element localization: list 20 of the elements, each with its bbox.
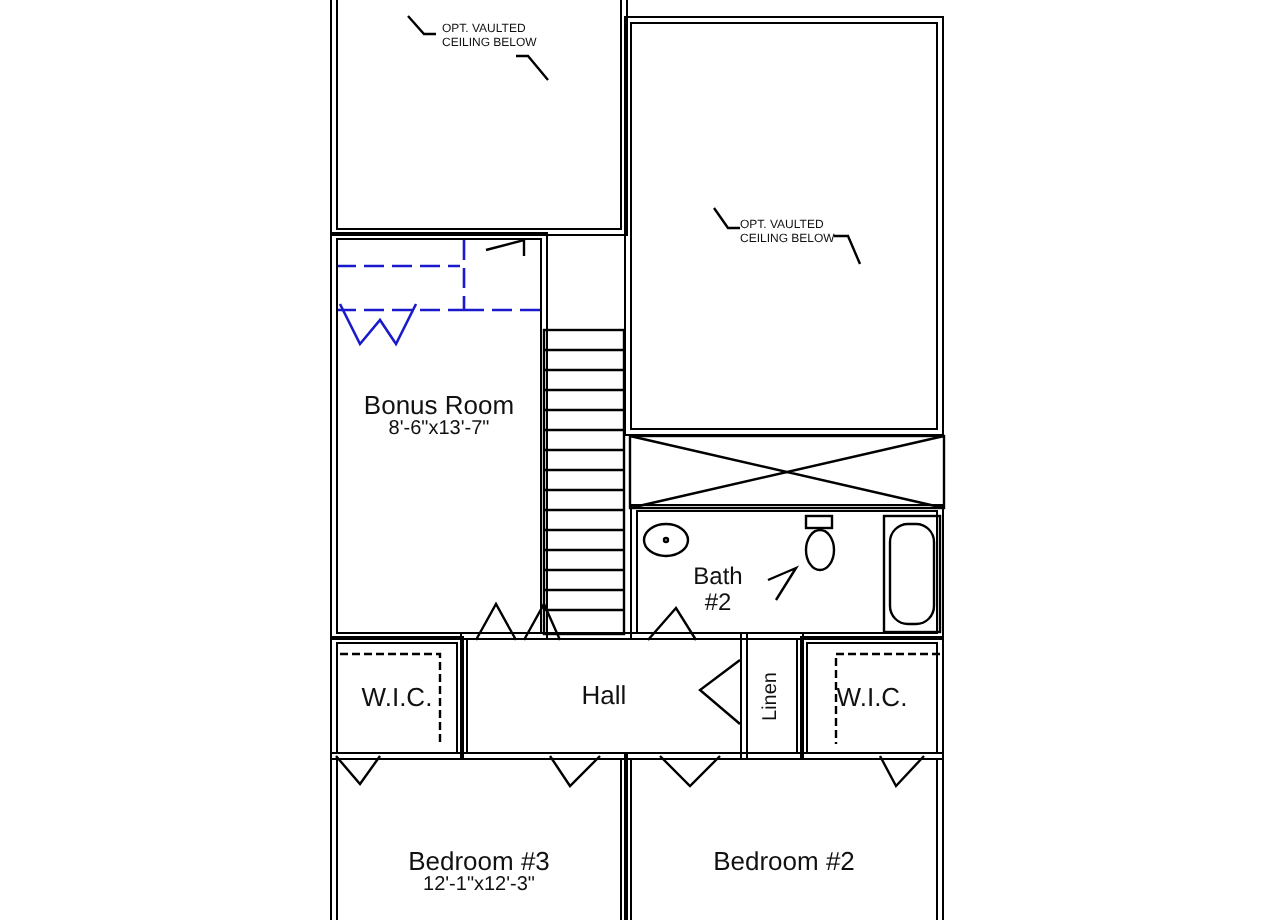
room-outline: [800, 636, 944, 760]
room-label: W.I.C.: [836, 684, 908, 712]
room-outline: [624, 752, 944, 920]
room-label: Bedroom #2: [713, 848, 855, 876]
room-dimension: 12'-1"x12'-3": [423, 875, 535, 896]
room-outline: [624, 16, 944, 436]
room-label: Hall: [581, 682, 627, 710]
room-outline: [630, 504, 944, 640]
room-label: Bath #2: [691, 564, 745, 615]
room-label: Linen: [761, 671, 783, 721]
room-label: Bonus Room: [363, 391, 515, 420]
room-outline: [740, 632, 804, 760]
room-outline: [330, 752, 628, 920]
room-label: Bedroom #3: [408, 847, 550, 875]
room-outline: [330, 232, 548, 640]
room-label: W.I.C.: [361, 684, 433, 712]
room-outline: [460, 632, 748, 760]
room-outline: [330, 0, 628, 236]
room-dimension: 8'-6"x13'-7": [388, 419, 490, 441]
room-outline: [330, 636, 464, 760]
